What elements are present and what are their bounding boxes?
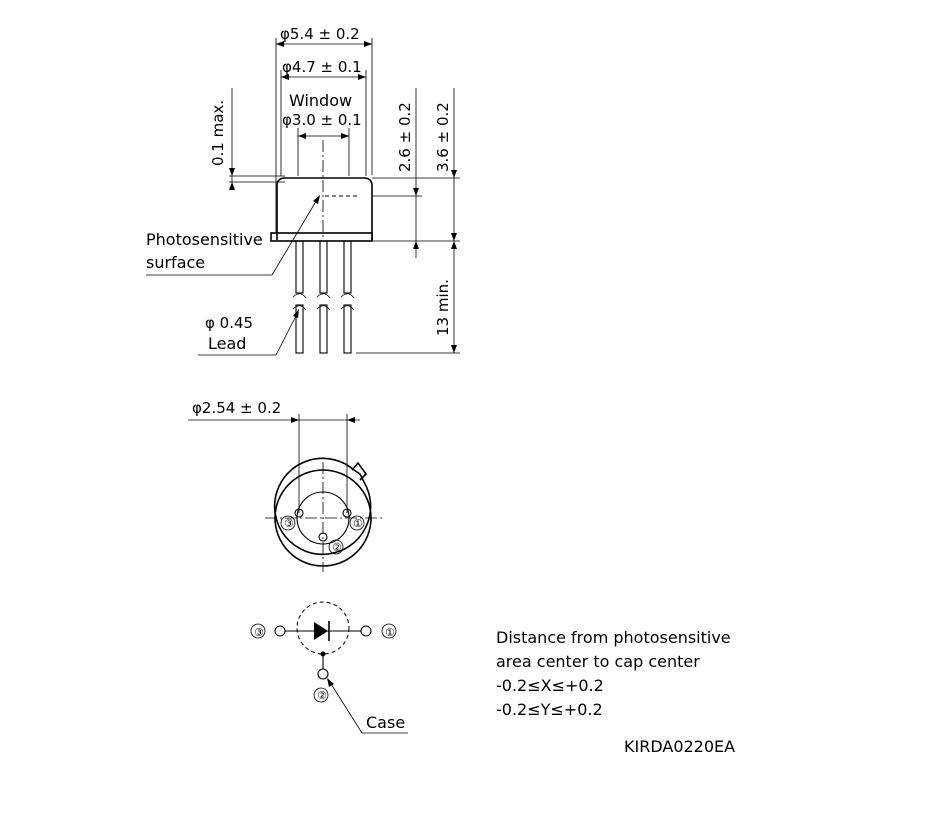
schematic-pin-3-number: ③ — [254, 626, 264, 639]
schematic: ③ ① ② Case — [250, 601, 408, 734]
flange — [270, 232, 373, 242]
bottom-pin-1-badge — [349, 515, 365, 531]
lead-middle-top — [319, 240, 328, 294]
note: Distance from photosensitive area center… — [496, 628, 731, 719]
lead-left-top — [295, 240, 304, 294]
note-line-1: Distance from photosensitive — [496, 628, 731, 647]
case-label: Case — [366, 713, 405, 732]
schematic-pin-3-badge — [250, 623, 266, 639]
lead-leader-arrow — [293, 309, 299, 318]
bottom-view: φ2.54 ± 0.2 ③ ① ② — [188, 399, 382, 572]
bottom-pin-3-badge — [280, 515, 296, 531]
lead-leader — [275, 311, 299, 356]
schematic-pin-1-badge — [381, 623, 397, 639]
bottom-pin-2-number: ② — [332, 541, 342, 554]
bottom-pin-2-badge — [328, 539, 344, 555]
lead-middle-bottom — [319, 304, 328, 354]
dim-window-offset: 0.1 max. — [209, 100, 227, 166]
schematic-pin-1-number: ① — [385, 626, 395, 639]
case-leader-arrow — [327, 678, 334, 687]
leads — [292, 240, 355, 354]
lead-right-bottom — [343, 304, 352, 354]
dim-pin-pitch: φ2.54 ± 0.2 — [192, 399, 281, 417]
schematic-terminal-2 — [317, 668, 329, 680]
lead-break-top — [292, 293, 355, 299]
bottom-pin-3 — [294, 508, 304, 518]
schematic-pin-2-badge — [313, 687, 329, 703]
window-title: Window — [289, 91, 352, 110]
note-line-2: area center to cap center — [496, 652, 700, 671]
photosensitive-leader-arrow — [313, 195, 320, 204]
dim-cap-inner-diameter: φ4.7 ± 0.1 — [282, 58, 362, 76]
bottom-body-outline — [273, 457, 372, 556]
dim-window-diameter: φ3.0 ± 0.1 — [282, 111, 362, 129]
bottom-pin-1 — [342, 508, 352, 518]
cap-body — [276, 177, 373, 240]
bottom-pin-3-number: ③ — [284, 517, 294, 530]
lead-left-bottom — [295, 304, 304, 354]
bottom-pin-1-number: ① — [353, 517, 363, 530]
photosensitive-label-line2: surface — [146, 253, 205, 272]
side-view: φ5.4 ± 0.2 φ4.7 ± 0.1 Window φ3.0 ± 0.1 … — [146, 25, 460, 356]
note-line-3: -0.2≤X≤+0.2 — [496, 676, 604, 695]
photodiode-triangle — [314, 622, 328, 640]
lead-break-bottom — [292, 305, 355, 311]
lead-label: Lead — [208, 334, 246, 353]
photosensitive-label-line1: Photosensitive — [146, 230, 263, 249]
schematic-pin-2-number: ② — [317, 689, 327, 702]
dim-height-cap: 2.6 ± 0.2 — [396, 102, 414, 172]
bottom-pin-2 — [318, 532, 328, 542]
bottom-tab — [351, 461, 368, 481]
drawing-code: KIRDA0220EA — [624, 737, 735, 756]
note-line-4: -0.2≤Y≤+0.2 — [496, 700, 603, 719]
dim-lead-diameter: φ 0.45 — [205, 314, 253, 332]
schematic-terminal-3 — [274, 625, 286, 637]
case-leader — [327, 678, 363, 734]
dim-cap-outer-diameter: φ5.4 ± 0.2 — [280, 25, 360, 43]
dim-lead-length: 13 min. — [434, 279, 452, 336]
arrows-height-total — [451, 170, 457, 241]
arrows-window-offset — [229, 168, 235, 190]
case-dashed-circle — [296, 601, 350, 655]
schematic-terminal-1 — [360, 625, 372, 637]
dim-height-total: 3.6 ± 0.2 — [434, 102, 452, 172]
photosensitive-leader — [271, 197, 319, 276]
lead-right-top — [343, 240, 352, 294]
